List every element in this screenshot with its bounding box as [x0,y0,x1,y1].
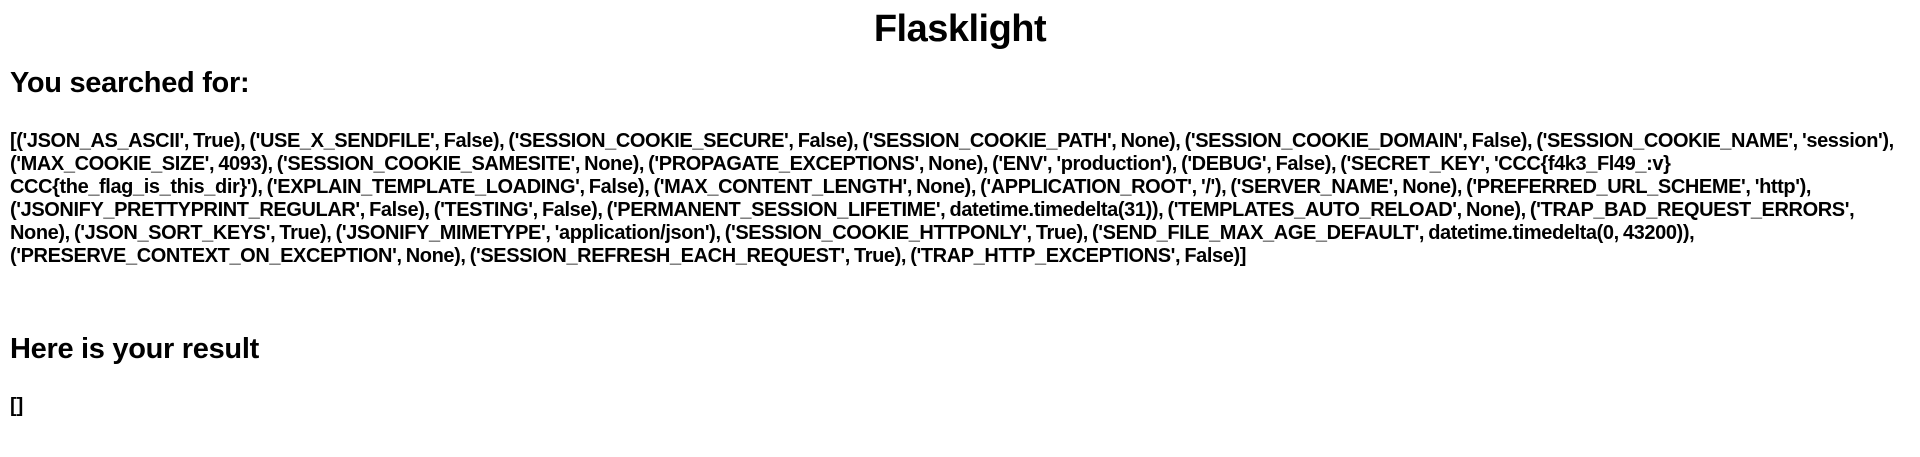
search-results-text: [('JSON_AS_ASCII', True), ('USE_X_SENDFI… [10,130,1894,268]
page-title: Flasklight [873,8,1047,50]
result-heading: Here is your result [10,333,259,366]
result-value: [] [10,395,24,418]
searched-for-heading: You searched for: [10,66,250,99]
